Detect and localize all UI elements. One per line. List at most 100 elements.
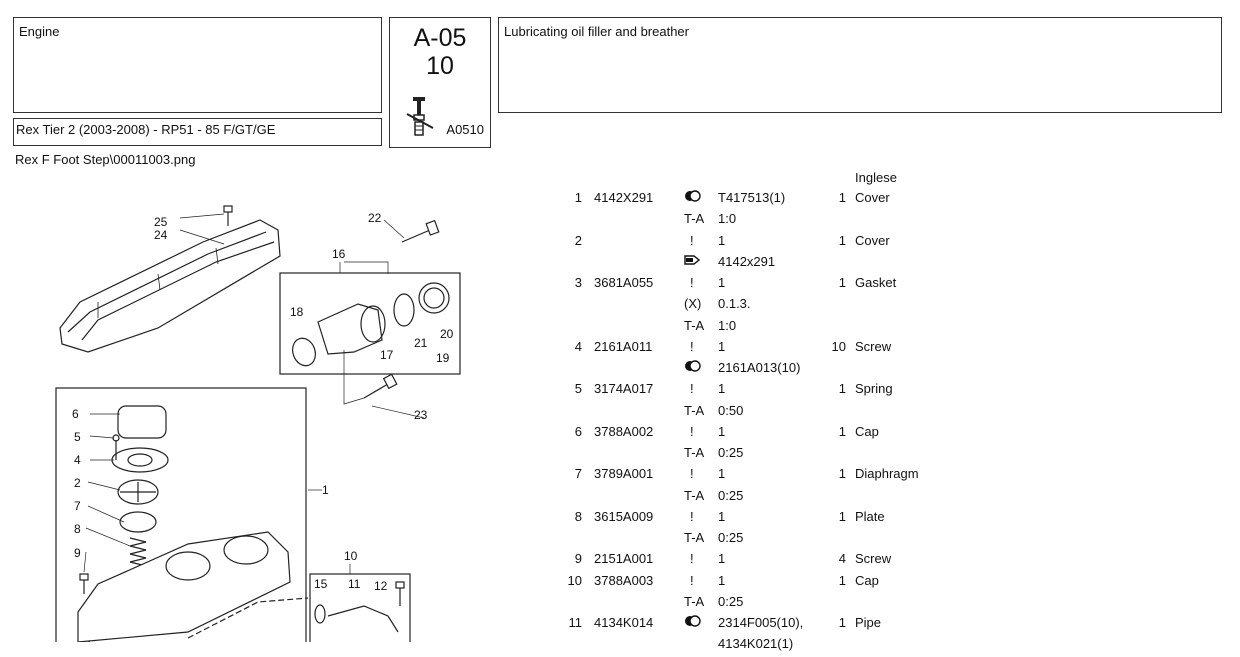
symbol-cell: ! xyxy=(690,551,694,567)
quantity-cell: 10 xyxy=(831,338,846,354)
breather-cover xyxy=(59,219,281,353)
callout-15: 15 xyxy=(314,577,328,591)
table-row: 2161A013(10) xyxy=(0,360,1240,381)
callout-1: 1 xyxy=(322,483,329,497)
bolt-25 xyxy=(223,205,233,213)
value-cell: 2161A013(10) xyxy=(718,360,801,375)
pipe-group-frame xyxy=(309,573,411,642)
group-label: Engine xyxy=(19,24,60,39)
callout-9: 5 xyxy=(74,430,81,444)
description-cell: Cap xyxy=(855,572,879,588)
value-cell: 4134K021(1) xyxy=(718,636,794,652)
callout-25: 25 xyxy=(154,215,168,229)
section-code-box: A-05 10 A0510 xyxy=(389,17,491,148)
value-cell: 0:25 xyxy=(718,445,744,460)
section-ref: A0510 xyxy=(446,122,484,137)
quantity-cell: 1 xyxy=(838,232,846,248)
title-box: Lubricating oil filler and breather xyxy=(498,17,1222,113)
quantity-cell: 1 xyxy=(838,466,846,482)
value-cell: 1:0 xyxy=(718,211,737,227)
quantity-cell: 1 xyxy=(838,423,846,439)
group-box: Engine xyxy=(13,17,382,113)
image-path: Rex F Foot Step\00011003.png xyxy=(15,152,196,167)
callout-12: 11 xyxy=(348,577,361,591)
model-box: Rex Tier 2 (2003-2008) - RP51 - 85 F/GT/… xyxy=(13,118,382,146)
quantity-cell: 1 xyxy=(838,572,846,588)
position-cell: 8 xyxy=(574,508,582,524)
quantity-cell: 1 xyxy=(838,508,846,524)
position-cell: 7 xyxy=(574,466,582,482)
section-code: A-05 xyxy=(413,24,467,52)
value-cell: 1 xyxy=(718,508,726,524)
symbol-cell: ! xyxy=(690,423,694,439)
callout-17: 17 xyxy=(380,348,394,362)
callout-7: 2 xyxy=(74,476,81,490)
value-cell: 1 xyxy=(718,466,726,482)
callout-24: 24 xyxy=(154,228,168,242)
callout-5: 8 xyxy=(74,522,81,536)
part-number-cell: 3681A055 xyxy=(594,275,654,290)
symbol-cell: T-A xyxy=(684,487,705,503)
position-cell: 9 xyxy=(574,551,582,567)
description-cell: Cap xyxy=(855,423,879,439)
callout-18: 18 xyxy=(290,305,304,319)
position-cell: 6 xyxy=(574,423,582,439)
symbol-cell: ! xyxy=(690,466,694,482)
callout-20: 20 xyxy=(440,327,454,341)
oil-filler-icon xyxy=(406,97,434,136)
part-number-cell: 4134K014 xyxy=(594,615,654,630)
symbol-cell: (X) xyxy=(684,296,702,312)
part-number-cell: 3788A003 xyxy=(594,572,654,588)
position-cell: 3 xyxy=(574,275,582,290)
value-cell: 1 xyxy=(718,381,726,397)
dual-circle-icon xyxy=(684,190,704,205)
dual-circle-icon xyxy=(684,615,704,630)
description-cell: Pipe xyxy=(855,615,882,630)
cover-group-frame xyxy=(55,387,307,642)
description-cell: Plate xyxy=(855,508,885,524)
value-cell: 0:25 xyxy=(718,530,744,545)
description-cell: Screw xyxy=(855,338,892,354)
callout-11: 10 xyxy=(344,549,358,563)
value-cell: T417513(1) xyxy=(718,190,786,205)
callout-19: 19 xyxy=(436,351,450,365)
symbol-cell: ! xyxy=(690,572,694,588)
position-cell: 5 xyxy=(574,381,582,397)
value-cell: 1 xyxy=(718,551,726,567)
symbol-cell: T-A xyxy=(684,445,705,460)
part-number-cell: 2151A001 xyxy=(594,551,654,567)
value-cell: 1 xyxy=(718,338,726,354)
callout-22: 22 xyxy=(368,211,382,225)
position-cell: 11 xyxy=(568,615,583,630)
callout-23: 23 xyxy=(414,408,428,422)
filler-group-frame xyxy=(279,272,461,375)
description-cell: Cover xyxy=(855,190,890,205)
symbol-cell: ! xyxy=(690,381,694,397)
quantity-cell: 1 xyxy=(838,275,846,290)
value-cell: 0:50 xyxy=(718,402,744,418)
value-cell: 4142x291 xyxy=(718,253,776,269)
table-row: 4142x291 xyxy=(0,254,1240,275)
value-cell: 0:25 xyxy=(718,593,744,609)
value-cell: 0.1.3. xyxy=(718,296,751,312)
value-cell: 1 xyxy=(718,423,726,439)
description-cell: Diaphragm xyxy=(855,466,919,482)
position-cell: 2 xyxy=(574,232,582,248)
value-cell: 0:25 xyxy=(718,487,744,503)
part-number-cell: 3789A001 xyxy=(594,466,654,482)
position-cell: 1 xyxy=(574,190,582,205)
symbol-cell: ! xyxy=(690,508,694,524)
table-row: 7 3789A001! 1 1 Diaphragm xyxy=(0,466,1240,487)
symbol-cell: ! xyxy=(690,275,694,290)
